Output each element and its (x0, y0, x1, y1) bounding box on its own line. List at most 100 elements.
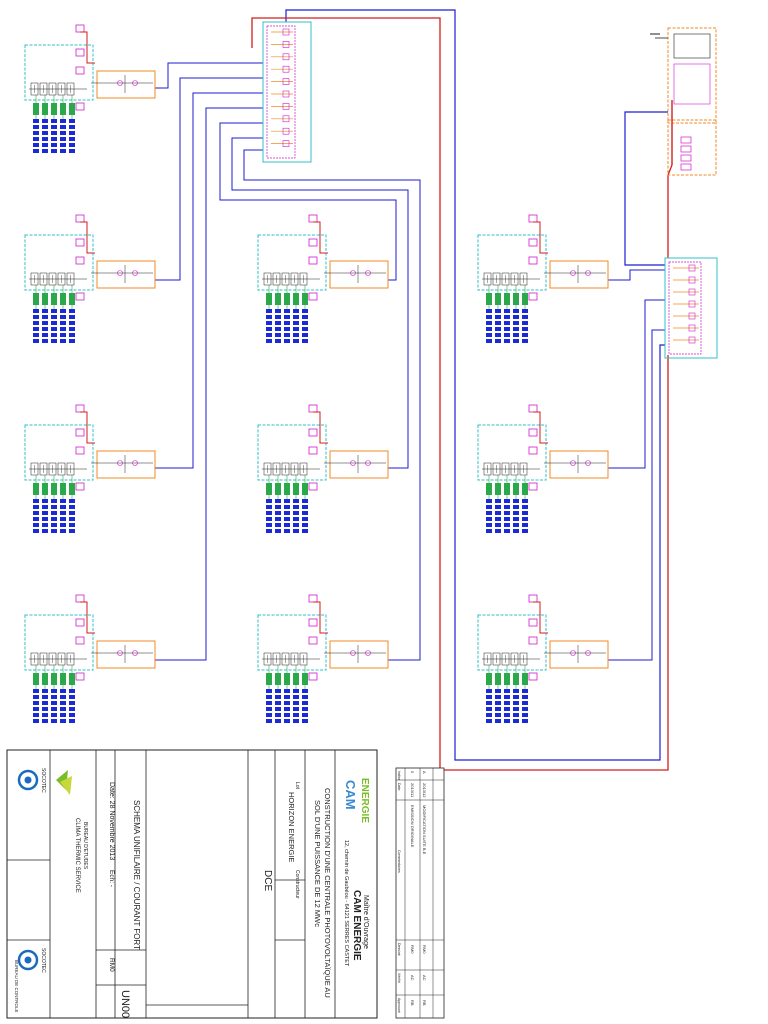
combiner-breaker (282, 90, 290, 98)
pv-module (33, 695, 39, 699)
rev-cell: 0 (410, 771, 415, 774)
drawing-title: SCHEMA UNIFILAIRE / COURANT FORT (132, 800, 141, 950)
pv-module (302, 695, 308, 699)
pv-module (42, 309, 48, 313)
rev-cell: 2013/12 (422, 783, 427, 798)
pv-module (513, 707, 519, 711)
pv-module (522, 505, 528, 509)
pv-module (51, 143, 57, 147)
pv-module (266, 511, 272, 515)
pv-module (42, 315, 48, 319)
pv-module (504, 707, 510, 711)
pv-module (51, 529, 57, 533)
pv-module (275, 713, 281, 717)
metering-enclosure (667, 119, 717, 176)
pv-module (266, 333, 272, 337)
pv-module (522, 339, 528, 343)
switchgear-box (673, 63, 711, 105)
combiner-breaker (282, 115, 290, 123)
pv-module (51, 505, 57, 509)
pv-module (42, 529, 48, 533)
pv-module (302, 333, 308, 337)
pv-module (33, 529, 39, 533)
main-combiner-box (262, 21, 312, 163)
pv-module (513, 321, 519, 325)
breaker-icon (528, 672, 538, 681)
pv-module (504, 499, 510, 503)
pv-module (266, 713, 272, 717)
pv-module (302, 523, 308, 527)
breaker-icon (528, 428, 538, 437)
combiner-breaker (688, 288, 696, 296)
pv-module (495, 499, 501, 503)
pv-module (495, 315, 501, 319)
socotec-logo-1 (17, 769, 39, 791)
combiner-breaker (282, 53, 290, 61)
pv-module (495, 523, 501, 527)
pv-module (69, 689, 75, 693)
breaker-icon (528, 618, 538, 627)
switch-icon (585, 270, 591, 276)
pv-module (266, 339, 272, 343)
pv-module (284, 707, 290, 711)
pv-module (51, 339, 57, 343)
company-address: 12, chemin de Gaubéou - 64121 SERRES CAS… (343, 840, 349, 967)
pv-module (495, 333, 501, 337)
pv-module (69, 511, 75, 515)
switch-icon (117, 270, 123, 276)
pv-module (293, 695, 299, 699)
pv-module (51, 309, 57, 313)
breaker-icon (75, 238, 85, 247)
pv-module (486, 309, 492, 313)
pv-module (51, 689, 57, 693)
switch-icon (117, 460, 123, 466)
combiner-enclosure (664, 257, 718, 359)
pv-module (486, 321, 492, 325)
pv-module (504, 701, 510, 705)
combiner-breaker (282, 103, 290, 110)
pv-module (51, 321, 57, 325)
pv-module (33, 315, 39, 319)
pv-module (60, 499, 66, 503)
pv-module (69, 315, 75, 319)
switch-icon (570, 270, 576, 276)
pv-module (293, 309, 299, 313)
pv-module (60, 125, 66, 129)
pv-module (51, 695, 57, 699)
switch-icon (117, 80, 123, 86)
surge-protector-icon (75, 404, 85, 413)
pv-module (33, 523, 39, 527)
pv-module (42, 701, 48, 705)
pv-module (69, 131, 75, 135)
pv-module (522, 517, 528, 521)
rev-cell: AC (410, 975, 415, 981)
pv-module (42, 511, 48, 515)
surge-protector-icon (75, 594, 85, 603)
project-line-2: SOL D'UNE PUISSANCE DE 12 MWc (313, 800, 322, 927)
pv-module (293, 689, 299, 693)
switch-icon (132, 80, 138, 86)
pv-module (60, 339, 66, 343)
pv-module (60, 689, 66, 693)
pv-module (522, 707, 528, 711)
pv-module (495, 529, 501, 533)
drawing-scale: Ech: - (108, 870, 115, 887)
breaker-icon (75, 446, 85, 455)
ac-cabinet (549, 640, 609, 669)
engineer-label: BUREAU D'ETUDES (82, 822, 88, 870)
pv-module (302, 707, 308, 711)
pv-module (513, 517, 519, 521)
pv-module (513, 701, 519, 705)
pv-module (302, 529, 308, 533)
switch-icon (365, 650, 371, 656)
ac-output-wire (313, 411, 328, 444)
pv-module (302, 719, 308, 723)
hv-feeder (624, 111, 668, 266)
pv-module (60, 517, 66, 521)
pv-module (69, 695, 75, 699)
meter-icon (680, 163, 692, 171)
pv-module (275, 333, 281, 337)
pv-module (302, 321, 308, 325)
pv-module (504, 339, 510, 343)
